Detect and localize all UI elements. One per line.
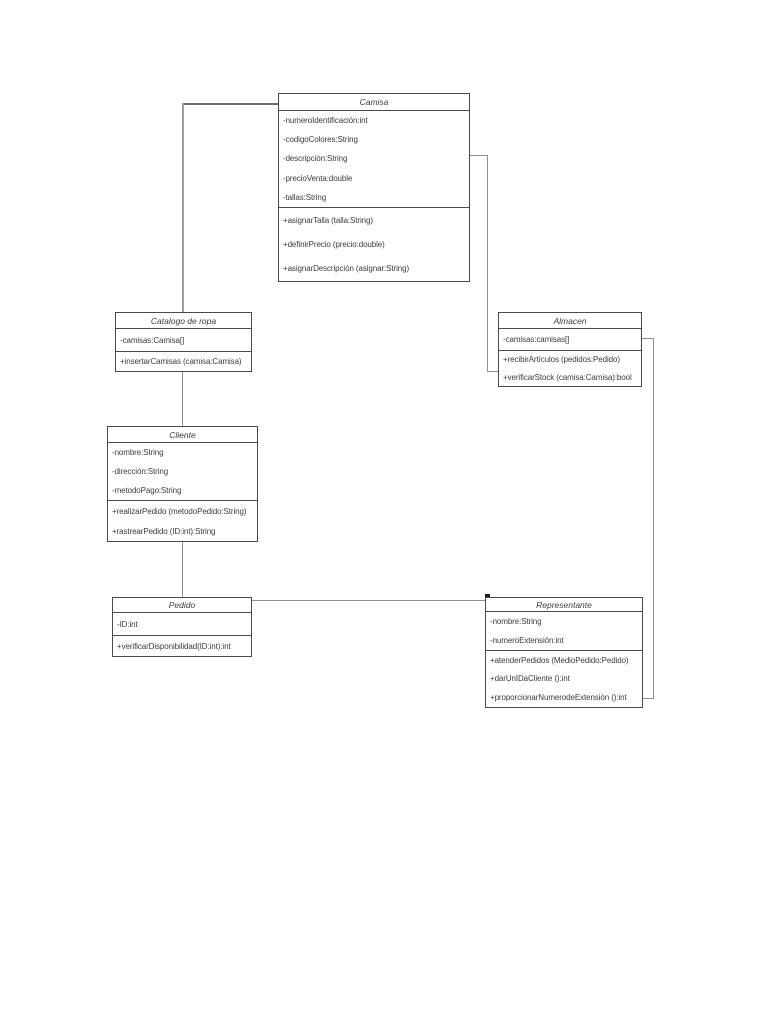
uml-method: +proporcionarNumerodeExtensión ():int — [490, 693, 627, 703]
class-cliente-title: Cliente — [108, 427, 257, 443]
uml-method: +recibirArtículos (pedidos:Pedido) — [503, 355, 620, 365]
uml-method: +asignarDescripción (asignar:String) — [283, 264, 410, 274]
uml-attribute: -ID:int — [117, 619, 138, 629]
uml-method: +insertarCamisas (camisa:Camisa) — [120, 357, 242, 366]
connector-camisa-almacen-h1 — [470, 155, 487, 156]
uml-attribute: -numeroExtensión:int — [490, 636, 564, 645]
uml-attribute: -precioVenta:double — [283, 173, 353, 183]
uml-method: +darUnIDaCliente ():int — [490, 674, 570, 684]
uml-attribute: -nombre:String — [112, 448, 164, 457]
class-pedido-title: Pedido — [113, 598, 251, 613]
uml-method: +realizarPedido (metodoPedido:String) — [112, 506, 247, 516]
class-camisa-title: Camisa — [279, 94, 469, 111]
uml-attribute: -camisas:camisas[] — [503, 335, 570, 344]
class-representante: Representante -nombre:String -numeroExte… — [485, 597, 643, 708]
uml-method: +rastrearPedido (ID:int):String — [112, 526, 216, 536]
uml-attribute: -tallas:String — [283, 192, 327, 202]
connector-catalogo-cliente-v — [182, 372, 183, 426]
class-almacen-title: Almacen — [499, 313, 641, 329]
uml-attribute: -metodoPago:String — [112, 486, 182, 495]
class-catalogo-de-ropa: Catalogo de ropa -camisas:Camisa[] +inse… — [115, 312, 252, 372]
uml-method: +verificarStock (camisa:Camisa):bool — [503, 372, 632, 382]
uml-method: +definirPrecio (precio:double) — [283, 239, 385, 249]
connector-cliente-pedido-v — [182, 542, 183, 597]
uml-attribute: -nombre:String — [490, 617, 542, 626]
class-cliente: Cliente -nombre:String -dirección:String… — [107, 426, 258, 542]
connector-camisa-almacen-v — [487, 155, 488, 371]
connector-camisa-almacen-h2 — [487, 371, 498, 372]
uml-attribute: -camisas:Camisa[] — [120, 335, 185, 345]
connector-camisa-catalogo-v — [182, 103, 184, 312]
class-almacen: Almacen -camisas:camisas[] +recibirArtíc… — [498, 312, 642, 387]
uml-method: +verificarDisponibilidad(ID:int):int — [117, 641, 231, 651]
connector-pedido-representante-h — [252, 600, 485, 601]
uml-method: +atenderPedidos (MedioPedido:Pedido) — [490, 655, 629, 665]
class-catalogo-title: Catalogo de ropa — [116, 313, 251, 329]
uml-attribute: -descripción:String — [283, 154, 348, 164]
connector-almacen-representante-v — [653, 338, 654, 699]
uml-attribute: -dirección:String — [112, 467, 169, 476]
class-pedido: Pedido -ID:int +verificarDisponibilidad(… — [112, 597, 252, 657]
uml-method: +asignarTalla (talla:String) — [283, 215, 373, 225]
class-representante-title: Representante — [486, 598, 642, 612]
class-camisa: Camisa -numeroIdentificación:int -codigo… — [278, 93, 470, 282]
uml-attribute: -numeroIdentificación:int — [283, 116, 368, 126]
connector-almacen-representante-h2 — [643, 698, 653, 699]
uml-attribute: -codigoColores:String — [283, 135, 358, 145]
connector-camisa-catalogo-h — [183, 103, 278, 105]
connector-almacen-representante-h1 — [642, 338, 653, 339]
